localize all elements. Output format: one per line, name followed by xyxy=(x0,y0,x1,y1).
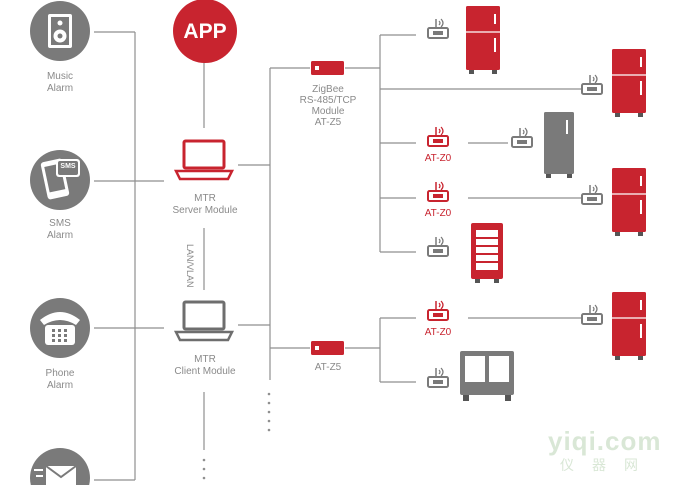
zigbee-module-label: ZigBee RS-485/TCP Module AT-Z5 xyxy=(299,84,357,128)
repeater-label: AT-Z0 xyxy=(424,327,452,338)
client-module-box-icon xyxy=(311,341,344,355)
server-module-label: MTR Server Module xyxy=(172,193,238,216)
sms-icon-text: SMS xyxy=(60,163,76,170)
sensor-icon xyxy=(427,236,449,257)
connector-lines xyxy=(94,31,582,481)
refrigerator-icon xyxy=(611,167,647,237)
sensor-icon xyxy=(581,74,603,95)
repeater-sensor-icon xyxy=(427,126,449,147)
sensor-icon xyxy=(427,18,449,39)
app-label: APP xyxy=(183,20,227,43)
repeater-label: AT-Z0 xyxy=(424,208,452,219)
repeater-sensor-icon xyxy=(427,181,449,202)
watermark-sub: 仪器网 xyxy=(560,457,656,473)
music-alarm-label: Music Alarm xyxy=(46,71,74,94)
display-cabinet-icon xyxy=(471,223,503,283)
refrigerator-icon xyxy=(611,291,647,361)
sms-alarm-icon xyxy=(30,150,90,210)
client-laptop-icon xyxy=(173,300,235,342)
continuation-dots xyxy=(202,392,271,480)
music-alarm-icon xyxy=(30,1,90,61)
sensor-icon xyxy=(581,304,603,325)
sensor-icon xyxy=(427,367,449,388)
refrigerator-icon xyxy=(611,48,647,118)
phone-alarm-label: Phone Alarm xyxy=(45,368,75,391)
sms-alarm-label: SMS Alarm xyxy=(46,218,74,241)
lan-link-label: LAN/VLAN xyxy=(185,244,195,288)
client-module-box-label: AT-Z5 xyxy=(314,362,342,373)
phone-alarm-icon xyxy=(30,298,90,358)
sensor-icon xyxy=(511,127,533,148)
mail-alarm-icon xyxy=(30,448,90,490)
refrigerator-icon xyxy=(465,5,501,75)
client-module-label: MTR Client Module xyxy=(174,354,236,377)
repeater-label: AT-Z0 xyxy=(424,153,452,164)
zigbee-module-icon xyxy=(311,61,344,75)
incubator-icon xyxy=(460,351,514,401)
repeater-sensor-icon xyxy=(427,300,449,321)
gray-refrigerator-icon xyxy=(544,112,574,178)
app-icon xyxy=(173,0,237,63)
sensor-icon xyxy=(581,184,603,205)
watermark: yiqi.com xyxy=(548,426,662,456)
server-laptop-icon xyxy=(173,139,235,181)
